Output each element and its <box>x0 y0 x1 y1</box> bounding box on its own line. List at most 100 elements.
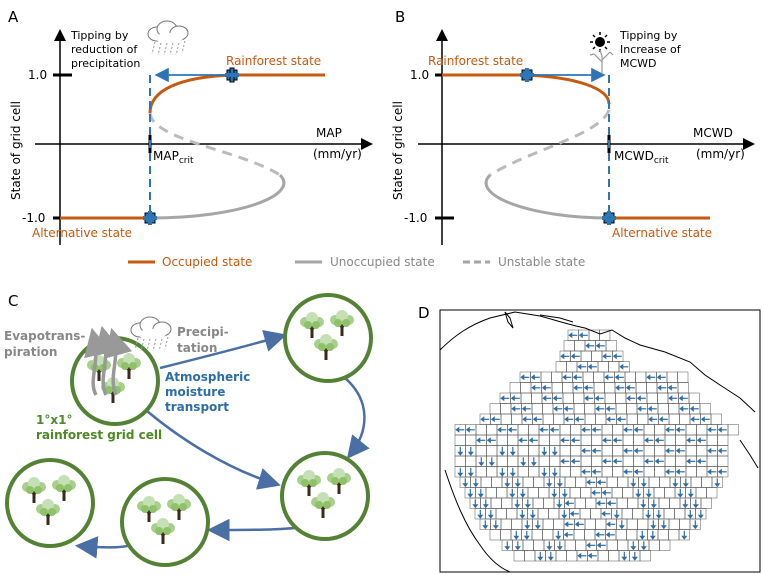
moisture-flow-arrow <box>646 374 656 381</box>
tree-cluster-icon <box>122 479 208 565</box>
moisture-flow-arrow <box>570 458 580 465</box>
moisture-flow-arrow <box>612 437 622 444</box>
panel-a-unstable <box>148 112 281 177</box>
moisture-flow-arrow <box>556 478 563 488</box>
moisture-flow-arrow <box>618 520 625 530</box>
panel-b-ytick-top: 1.0 <box>410 68 429 82</box>
legend-unoccupied-label: Unoccupied state <box>330 255 435 269</box>
moisture-flow-arrow <box>524 499 531 509</box>
moisture-flow-arrow <box>563 405 573 412</box>
moisture-flow-arrow <box>677 488 684 498</box>
moisture-flow-arrow <box>555 530 562 540</box>
panel-b-state-marker-lower <box>602 211 616 225</box>
moisture-flow-arrow <box>606 521 616 528</box>
panel-b-xlabel: MCWD <box>693 126 733 140</box>
moisture-flow-arrow <box>679 405 689 412</box>
moisture-flow-arrow <box>649 530 656 540</box>
moisture-flow-arrow <box>601 510 611 517</box>
panel-a: A 1.0 -1.0 State of grid cell MAP (mm/yr… <box>8 8 373 245</box>
moisture-flow-arrow <box>623 447 633 454</box>
moisture-flow-arrow <box>586 542 596 549</box>
moisture-flow-arrow <box>553 405 563 412</box>
moisture-flow-arrow <box>644 437 654 444</box>
moisture-flow-arrow <box>654 437 664 444</box>
moisture-flow-arrow <box>490 416 500 423</box>
moisture-flow-arrow <box>570 437 580 444</box>
moisture-flow-arrow <box>499 467 506 477</box>
legend: Occupied state Unoccupied state Unstable… <box>128 255 585 269</box>
panel-d: D <box>418 304 761 573</box>
moisture-flow-arrow <box>539 426 549 433</box>
map-grid-cell <box>727 424 739 436</box>
moisture-flow-arrow <box>504 541 511 551</box>
moisture-flow-arrow <box>681 530 688 540</box>
moisture-flow-arrow <box>578 332 588 339</box>
moisture-flow-arrow <box>602 458 612 465</box>
moisture-flow-arrow <box>487 509 494 519</box>
moisture-flow-arrow <box>623 468 633 475</box>
tree-cluster-icon <box>282 453 368 539</box>
panel-a-xunit: (mm/yr) <box>313 147 362 161</box>
panel-a-state-marker-lower <box>143 211 157 225</box>
moisture-flow-arrow <box>509 446 516 456</box>
moisture-flow-arrow <box>560 353 570 360</box>
panel-b-unstable <box>489 109 611 177</box>
moisture-flow-arrow <box>524 520 531 530</box>
panel-a-unoccupied <box>149 173 286 220</box>
moisture-flow-arrow <box>682 499 689 509</box>
moisture-flow-arrow <box>561 488 568 498</box>
moisture-flow-arrow <box>648 416 658 423</box>
moisture-flow-arrow <box>465 426 475 433</box>
moisture-flow-arrow <box>531 384 541 391</box>
moisture-flow-arrow <box>687 509 694 519</box>
moisture-flow-arrow <box>625 384 635 391</box>
moisture-flow-arrow <box>665 468 675 475</box>
moisture-flow-arrow <box>707 468 717 475</box>
moisture-flow-arrow <box>707 426 717 433</box>
moisture-flow-arrow <box>707 447 717 454</box>
moisture-flow-arrow <box>660 520 667 530</box>
moisture-flow-arrow <box>497 426 507 433</box>
moisture-flow-arrow <box>615 384 625 391</box>
flow-arrow-3 <box>139 404 281 490</box>
map-grid-cell <box>639 550 651 562</box>
moisture-flow-arrow <box>690 416 700 423</box>
panel-b-upper-state: Rainforest state <box>428 54 523 68</box>
moisture-flow-arrow <box>692 520 699 530</box>
panel-a-crit-label: MAPcrit <box>153 149 194 166</box>
moisture-flow-arrow <box>563 531 573 538</box>
flow-arrow-2 <box>344 377 370 459</box>
moisture-flow-arrow <box>564 521 574 528</box>
moisture-flow-arrow <box>462 478 469 488</box>
moisture-flow-arrow <box>675 426 685 433</box>
moisture-flow-arrow <box>514 499 521 509</box>
moisture-flow-arrow <box>596 542 606 549</box>
moisture-flow-arrow <box>486 437 496 444</box>
moisture-flow-arrow <box>530 457 537 467</box>
moisture-flow-arrow <box>605 405 615 412</box>
moisture-flow-arrow <box>574 521 584 528</box>
moisture-flow-arrow <box>619 363 629 370</box>
moisture-flow-arrow <box>560 437 570 444</box>
moisture-flow-arrow <box>587 363 597 370</box>
moisture-flow-arrow <box>686 458 696 465</box>
moisture-flow-arrow <box>519 488 526 498</box>
moisture-flow-arrow <box>678 395 688 402</box>
moisture-flow-arrow <box>467 467 474 477</box>
moisture-flow-arrow <box>534 520 541 530</box>
moisture-flow-arrow <box>532 416 542 423</box>
moisture-flow-arrow <box>591 426 601 433</box>
moisture-flow-arrow <box>529 509 536 519</box>
moisture-flow-arrow <box>457 467 464 477</box>
moisture-flow-arrow <box>686 437 696 444</box>
moisture-flow-arrow <box>577 552 587 559</box>
panel-b-crit-label: MCWDcrit <box>614 149 669 166</box>
moisture-flow-arrow <box>551 446 558 456</box>
moisture-flow-arrow <box>514 541 521 551</box>
moisture-flow-arrow <box>616 416 626 423</box>
moisture-flow-arrow <box>613 509 620 519</box>
moisture-flow-arrow <box>650 520 657 530</box>
moisture-flow-arrow <box>509 488 516 498</box>
moisture-flow-arrow <box>604 374 614 381</box>
panel-b-letter: B <box>395 8 405 26</box>
